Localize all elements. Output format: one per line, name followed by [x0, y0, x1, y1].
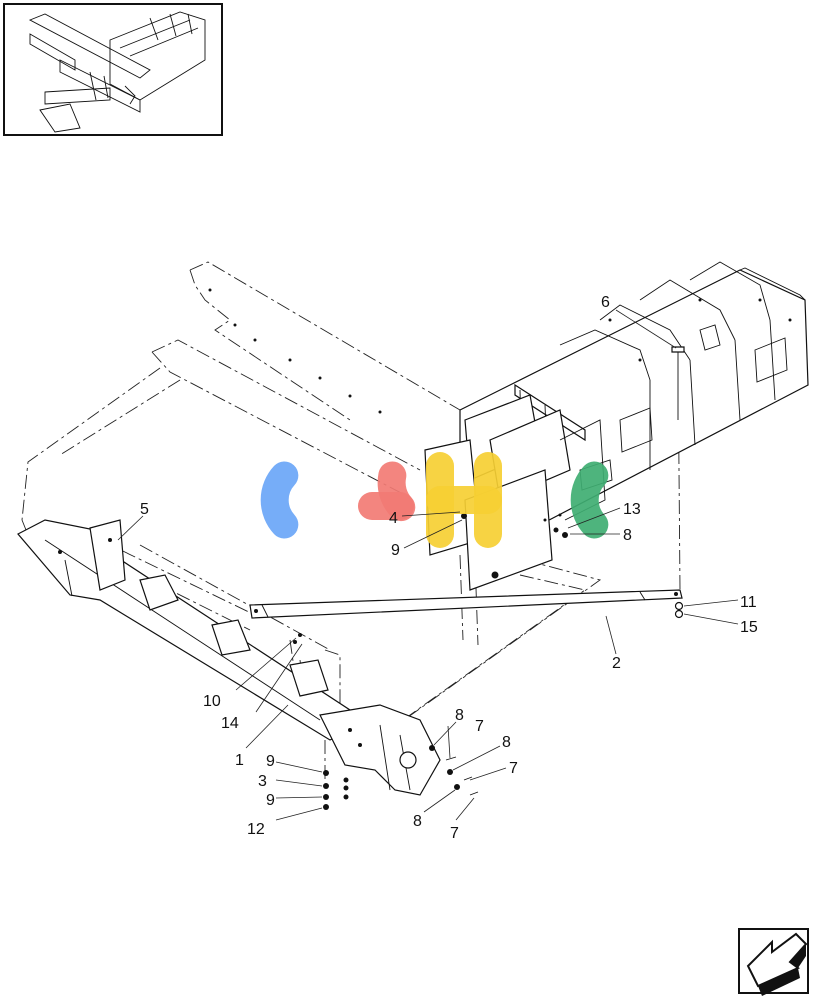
callout-label-12: 12	[247, 821, 265, 838]
main-frame-assembly	[208, 261, 809, 591]
callout-label-3: 3	[258, 773, 267, 790]
callout-labels: 5 6 4 9 13 8 11 15 2 10 14 1 8 7 8 7 9 3…	[140, 294, 758, 842]
cghc-watermark-logo	[260, 452, 609, 548]
callout-label-4: 4	[389, 510, 398, 527]
callout-label-8: 8	[623, 527, 632, 544]
leader-lines	[117, 309, 739, 821]
callout-label-14: 14	[221, 715, 239, 732]
callout-label-9: 9	[266, 792, 275, 809]
callout-label-15: 15	[740, 619, 758, 636]
callout-label-9: 9	[266, 753, 275, 770]
callout-label-5: 5	[140, 501, 149, 518]
watermark-letter-c	[260, 461, 299, 539]
callout-label-13: 13	[623, 501, 641, 518]
assembly-overview-thumbnail-icon[interactable]	[3, 3, 223, 136]
callout-label-6: 6	[601, 294, 610, 311]
watermark-letter-c2	[570, 461, 609, 539]
tie-rod	[249, 589, 684, 619]
callout-label-11: 11	[740, 594, 757, 611]
callout-label-7: 7	[475, 718, 484, 735]
previous-page-arrow-icon[interactable]	[738, 928, 809, 996]
callout-label-2: 2	[612, 655, 621, 672]
callout-label-8: 8	[455, 707, 464, 724]
lower-crossbeam	[17, 519, 441, 796]
fastener-stack-lower-left	[323, 770, 349, 810]
callout-label-8: 8	[413, 813, 422, 830]
callout-label-1: 1	[235, 752, 244, 769]
callout-label-9: 9	[391, 542, 400, 559]
callout-label-10: 10	[203, 693, 221, 710]
callout-label-7: 7	[509, 760, 518, 777]
fastener-stack-lower-right	[429, 513, 568, 796]
callout-label-8: 8	[502, 734, 511, 751]
callout-label-7: 7	[450, 825, 459, 842]
nut-stack-right	[674, 601, 684, 619]
